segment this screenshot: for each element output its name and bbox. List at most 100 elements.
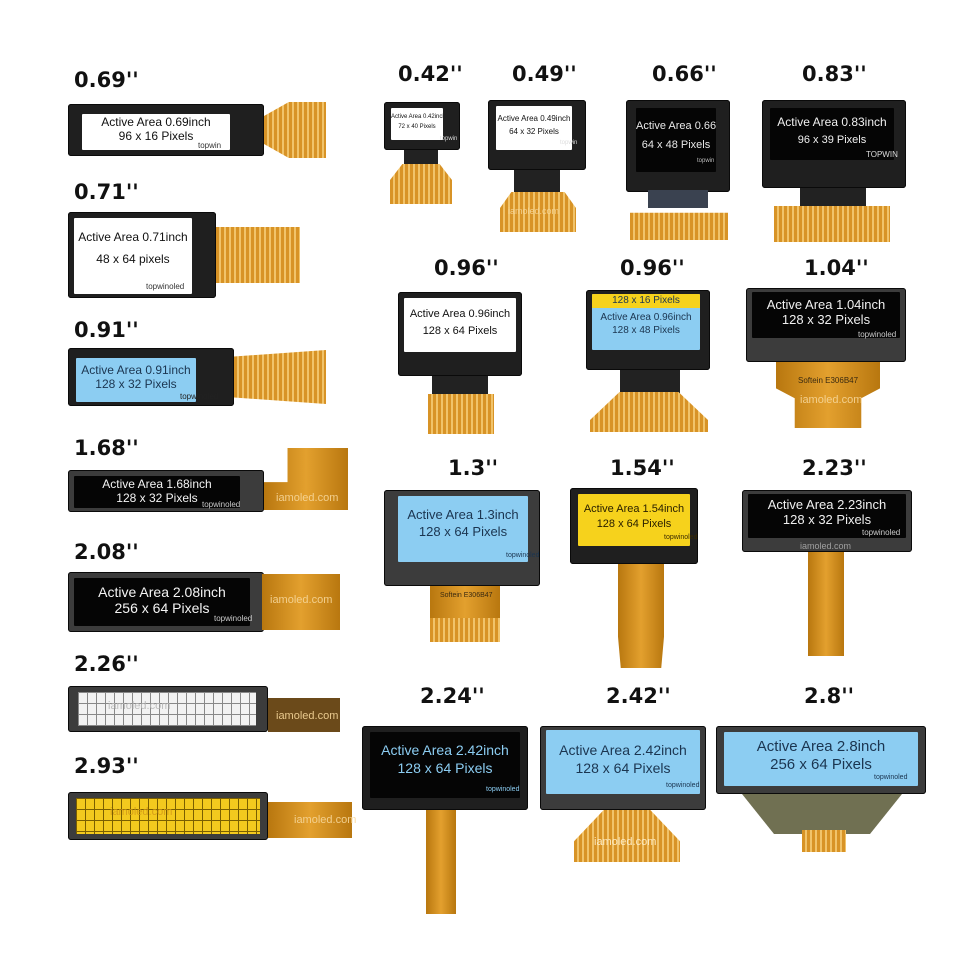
connector-neck: [620, 370, 680, 394]
oled-screen-0-49: Active Area 0.49inch 64 x 32 Pixels: [496, 106, 572, 150]
oled-screen-2-24: Active Area 2.42inch 128 x 64 Pixels: [370, 732, 520, 798]
brand-text: topwinoled: [874, 774, 908, 781]
screen-line2: 128 x 64 Pixels: [596, 517, 672, 530]
brand-text: topwin: [697, 158, 715, 164]
chip-text: Softein E306B47: [798, 376, 859, 385]
screen-line1: Active Area 0.96inch: [409, 308, 511, 320]
oled-screen-2-42: Active Area 2.42inch 128 x 64 Pixels: [546, 730, 700, 794]
fpc-pins: [430, 618, 500, 642]
oled-screen-1-04: Active Area 1.04inch 128 x 32 Pixels: [752, 292, 900, 338]
screen-line2: 128 x 32 Pixels: [782, 511, 872, 527]
screen-line1: Active Area 0.42inch: [391, 114, 443, 120]
oled-screen-0-71: Active Area 0.71inch 48 x 64 pixels: [74, 218, 192, 294]
brand-text: topwinoled: [214, 614, 253, 623]
screen-line1: Active Area 0.71inch: [78, 230, 188, 244]
size-label-2-26: 2.26'': [74, 652, 139, 676]
brand-text: topwinoled: [180, 392, 219, 401]
size-label-1-54: 1.54'': [610, 456, 675, 480]
oled-screen-0-69: Active Area 0.69inch 96 x 16 Pixels: [82, 114, 230, 150]
brand-text: topwin: [198, 141, 222, 150]
brand-text: topwinoled: [666, 782, 700, 789]
size-label-0-71: 0.71'': [74, 180, 139, 204]
screen-line1: Active Area 0.66inch: [636, 120, 716, 132]
fpc-cable: [590, 392, 708, 432]
oled-screen-0-91: Active Area 0.91inch 128 x 32 Pixels: [76, 358, 196, 402]
screen-line1: Active Area 2.42inch: [559, 742, 687, 758]
connector-neck: [404, 150, 438, 166]
screen-line1: Active Area 2.08inch: [98, 584, 226, 600]
oled-screen-2-93: [76, 798, 260, 834]
fpc-cable: [268, 802, 352, 838]
brand-text: topwinoled: [664, 534, 698, 541]
fpc-cable: [774, 206, 890, 242]
oled-screen-0-96-dual: 128 x 16 Pixels Active Area 0.96inch 128…: [592, 294, 700, 350]
connector-neck: [514, 170, 560, 194]
fpc-cable: [268, 698, 340, 732]
screen-line2: 128 x 32 Pixels: [116, 490, 198, 505]
oled-screen-2-26: [78, 692, 256, 726]
brand-text: TOPWIN: [866, 150, 898, 159]
oled-screen-1-3: Active Area 1.3inch 128 x 64 Pixels: [398, 496, 528, 562]
screen-line2: 128 x 64 Pixels: [575, 760, 671, 777]
brand-text: topwinoled: [146, 282, 185, 291]
fpc-cable: [630, 212, 728, 240]
oled-screen-0-96-white: Active Area 0.96inch 128 x 64 Pixels: [404, 298, 516, 352]
size-label-0-66: 0.66'': [652, 62, 717, 86]
fpc-cable: [390, 164, 452, 204]
oled-screen-0-66: Active Area 0.66inch 64 x 48 Pixels: [636, 108, 716, 172]
size-label-1-04: 1.04'': [804, 256, 869, 280]
screen-line2: 128 x 64 Pixels: [397, 760, 493, 777]
screen-line1: Active Area 0.69inch: [101, 115, 211, 129]
screen-line2: 72 x 40 Pixels: [398, 123, 436, 130]
size-label-2-23: 2.23'': [802, 456, 867, 480]
fpc-cable: [216, 227, 300, 283]
screen-line1: Active Area 0.91inch: [81, 363, 191, 377]
screen-line2: 48 x 64 pixels: [96, 251, 170, 266]
watermark-text: iamoled.com: [270, 594, 333, 606]
watermark-text: iamoled.com: [800, 394, 863, 406]
screen-line2: 128 x 64 Pixels: [422, 324, 498, 337]
screen-line2: 96 x 39 Pixels: [797, 133, 867, 146]
screen-line2: 96 x 16 Pixels: [118, 128, 194, 143]
size-label-0-96-white: 0.96'': [434, 256, 499, 280]
fpc-cable: [426, 810, 456, 914]
fpc-cable: [234, 350, 326, 404]
watermark-text: iamoled.com: [110, 806, 173, 818]
watermark-text: iamoled.com: [594, 836, 657, 848]
screen-line2: 64 x 32 Pixels: [509, 127, 559, 137]
size-label-2-93: 2.93'': [74, 754, 139, 778]
brand-text: topwin: [440, 136, 458, 142]
fpc-cable: [500, 192, 576, 232]
brand-text: topwinoled: [506, 552, 540, 559]
screen-line1: Active Area 1.04inch: [766, 297, 886, 312]
screen-line2: 256 x 64 Pixels: [114, 600, 210, 617]
oled-screen-2-8: Active Area 2.8inch 256 x 64 Pixels: [724, 732, 918, 786]
size-label-2-42: 2.42'': [606, 684, 671, 708]
watermark-text: iamoled.com: [800, 541, 852, 551]
size-label-2-08: 2.08'': [74, 540, 139, 564]
screen-line1: Active Area 0.96inch: [600, 311, 692, 323]
screen-line1: Active Area 1.54inch: [583, 503, 685, 515]
screen-line2: 128 x 32 Pixels: [95, 376, 177, 391]
screen-line1: Active Area 1.3inch: [407, 507, 519, 522]
oled-screen-2-08: Active Area 2.08inch 256 x 64 Pixels: [74, 578, 250, 626]
screen-line2: 64 x 48 Pixels: [641, 138, 711, 151]
size-label-0-42: 0.42'': [398, 62, 463, 86]
oled-screen-2-23: Active Area 2.23inch 128 x 32 Pixels: [748, 494, 906, 538]
oled-screen-1-54: Active Area 1.54inch 128 x 64 Pixels: [578, 494, 690, 546]
screen-line2: 128 x 48 Pixels: [612, 325, 680, 336]
size-label-0-91: 0.91'': [74, 318, 139, 342]
connector-backplate: [742, 794, 902, 834]
size-label-1-3: 1.3'': [448, 456, 499, 480]
fpc-cable: [618, 564, 664, 668]
screen-line1: Active Area 1.68inch: [102, 477, 212, 491]
fpc-cable: [808, 552, 844, 656]
screen-header: 128 x 16 Pixels: [592, 294, 700, 308]
connector-neck: [648, 190, 708, 208]
size-label-0-83: 0.83'': [802, 62, 867, 86]
brand-text: topwinoled: [486, 786, 520, 793]
screen-line2: 256 x 64 Pixels: [770, 756, 872, 774]
brand-text: topwinoled: [858, 330, 897, 339]
watermark-text: iamoled.com: [108, 700, 171, 712]
size-label-0-96-dual: 0.96'': [620, 256, 685, 280]
